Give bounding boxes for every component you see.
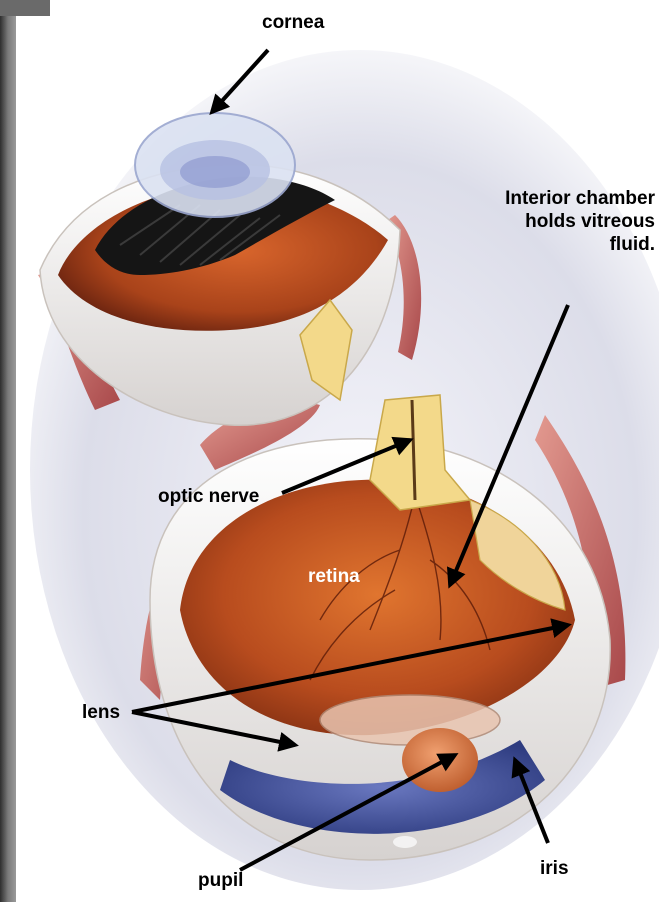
interior-chamber-label: Interior chamber holds vitreous fluid. (455, 188, 655, 256)
lens-label: lens (82, 702, 120, 725)
pupil-label: pupil (198, 870, 243, 893)
lens-shape (320, 695, 500, 745)
interior-chamber-line-2: holds vitreous (455, 211, 655, 234)
interior-chamber-line-3: fluid. (455, 234, 655, 257)
pupil-shape (402, 728, 478, 792)
optic-nerve-label: optic nerve (158, 486, 259, 509)
retina-label: retina (308, 566, 360, 589)
iris-label: iris (540, 858, 569, 881)
left-frame (0, 0, 16, 902)
cornea-label: cornea (262, 12, 324, 35)
interior-chamber-line-1: Interior chamber (455, 188, 655, 211)
top-frame-corner (0, 0, 50, 16)
